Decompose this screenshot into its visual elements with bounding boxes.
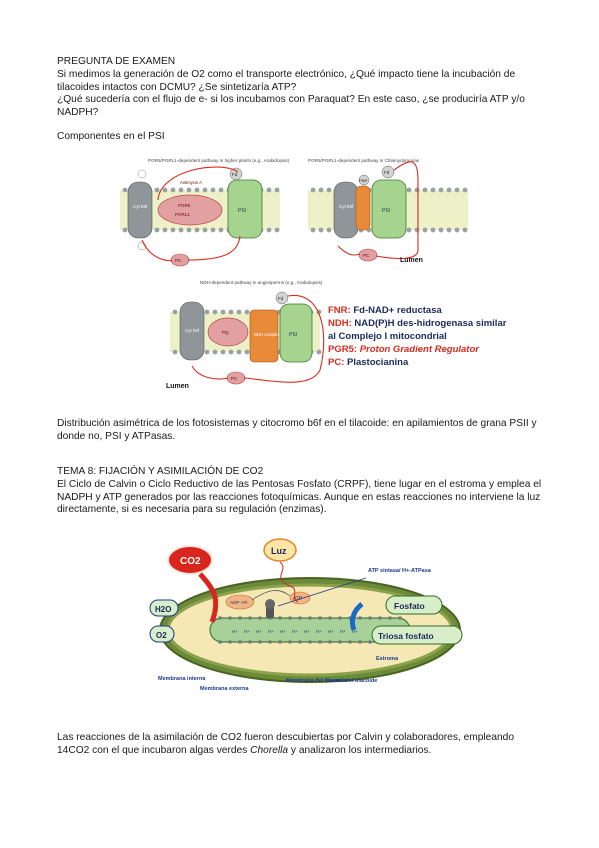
antimycin-label: Antimycin A bbox=[180, 180, 202, 185]
co2-bubble bbox=[167, 545, 213, 575]
pc-label-a: PC bbox=[175, 258, 182, 263]
svg-text:H+: H+ bbox=[352, 629, 358, 634]
atp-sintasa-label: ATP sintasa/ H+-ATPasa bbox=[368, 568, 432, 574]
atp-label: ATP bbox=[293, 596, 303, 602]
panel-c-caption: NDH-dependent pathway in angiosperms (e.… bbox=[200, 280, 323, 285]
closing-italic: Chorella bbox=[250, 744, 289, 756]
svg-text:H+: H+ bbox=[292, 629, 298, 634]
svg-text:H+: H+ bbox=[340, 629, 346, 634]
svg-text:H+: H+ bbox=[244, 629, 250, 634]
pgr5-label-a: PGR5 bbox=[178, 203, 191, 208]
cyt-b6f-shape bbox=[127, 181, 153, 239]
legend-value-ndh: NAD(P)H des-hidrogenasa similar al Compl… bbox=[328, 318, 507, 342]
fd-label-a: Fd bbox=[232, 172, 238, 177]
fnr-label-b: FNR bbox=[359, 178, 367, 183]
svg-text:H+: H+ bbox=[280, 629, 286, 634]
pgrl1-label-a: PGRL1 bbox=[175, 212, 190, 217]
chloroplast-figure: H+ H+ H+ H+ H+ H+ H+ H+ H+ H+ H+ ADP +Pi ATP CO2 L… bbox=[140, 530, 480, 710]
membrana-tilacoide-label: Membrana del tilacoide bbox=[286, 678, 347, 684]
luz-label: Luz bbox=[271, 546, 287, 556]
panel-a-caption: PGR5/PGRL1-dependent pathway in higher p… bbox=[148, 158, 290, 163]
pq-label-c: PQ bbox=[222, 330, 229, 335]
pgr5-pgrl1-shape bbox=[157, 194, 223, 226]
panel-c: NDH-dependent pathway in angiosperms (e.… bbox=[166, 280, 325, 390]
psi-shape-a bbox=[227, 179, 263, 239]
membrana-interna-label: Membrana interna bbox=[158, 676, 206, 682]
svg-text:H+: H+ bbox=[268, 629, 274, 634]
closing-part1: Las reacciones de la asimilación de CO2 … bbox=[57, 732, 514, 756]
co2-label: CO2 bbox=[180, 556, 201, 567]
adp-label: ADP +Pi bbox=[230, 600, 247, 605]
cyt-label-c: Cyt b6f bbox=[185, 328, 200, 333]
tema8-heading: TEMA 8: FIJACIÓN Y ASIMILACIÓN DE CO2 bbox=[57, 466, 264, 477]
cyt-label-b: Cyt b6f bbox=[339, 204, 354, 209]
panel-b: PGR5/PGRL1-dependent pathway in Chlamydo… bbox=[308, 158, 468, 264]
distribution-text: Distribución asimétrica de los fotosiste… bbox=[57, 418, 537, 442]
h2o-label: H2O bbox=[155, 605, 171, 614]
svg-text:H+: H+ bbox=[316, 629, 322, 634]
tema8-body: El Ciclo de Calvin o Ciclo Reductivo de … bbox=[57, 479, 542, 516]
legend-key-pgr5: PGR5: bbox=[328, 344, 358, 355]
legend-key-fnr: FNR: bbox=[328, 305, 351, 316]
pc-label-c: PC bbox=[231, 376, 238, 381]
svg-text:H+: H+ bbox=[304, 629, 310, 634]
panel-a: PGR5/PGRL1-dependent pathway in higher p… bbox=[120, 158, 290, 267]
legend-key-ndh: NDH: bbox=[328, 318, 352, 329]
psi-legend: FNR: Fd-NAD+ reductasa NDH: NAD(P)H des-… bbox=[328, 304, 508, 369]
lumen-label-c: Lumen bbox=[166, 383, 189, 390]
o2-label: O2 bbox=[156, 631, 167, 640]
luz-bubble bbox=[263, 538, 297, 562]
cyt-label-a: Cyt b6f bbox=[133, 204, 148, 209]
exam-question-2: ¿Qué sucedería con el flujo de e- si los… bbox=[57, 94, 525, 118]
svg-text:H+: H+ bbox=[256, 629, 262, 634]
svg-text:H+: H+ bbox=[328, 629, 334, 634]
legend-value-pc: Plastocianina bbox=[347, 357, 409, 368]
psi-cyclic-flow-figure: PGR5/PGRL1-dependent pathway in higher p… bbox=[120, 150, 520, 390]
legend-key-pc: PC: bbox=[328, 357, 345, 368]
psi-label-a: PSI bbox=[238, 208, 246, 214]
pc-label-b: PC bbox=[363, 253, 370, 258]
psi-label-b: PSI bbox=[382, 208, 390, 214]
lumen-tilacoide-label: Lumen del tilacoide bbox=[326, 678, 377, 684]
ndh-label: NDH complex bbox=[254, 332, 281, 337]
svg-text:H+: H+ bbox=[232, 629, 238, 634]
triosa-label: Triosa fosfato bbox=[378, 631, 434, 641]
fd-label-c: Fd bbox=[278, 296, 284, 301]
membrana-externa-label: Membrana externa bbox=[200, 686, 250, 692]
closing-text: Las reacciones de la asimilación de CO2 … bbox=[57, 732, 547, 757]
exam-heading: PREGUNTA DE EXAMEN bbox=[57, 56, 176, 67]
exam-question-1: Si medimos la generación de O2 como el t… bbox=[57, 69, 516, 93]
psi-heading: Componentes en el PSI bbox=[57, 131, 165, 142]
legend-value-fnr: Fd-NAD+ reductasa bbox=[353, 305, 442, 316]
legend-value-pgr5: Proton Gradient Regulator bbox=[359, 344, 479, 355]
psi-label-c: PSI bbox=[289, 332, 297, 338]
panel-b-caption: PGR5/PGRL1-dependent pathway in Chlamydo… bbox=[308, 158, 420, 163]
fosfato-label: Fosfato bbox=[394, 601, 425, 611]
fd-label-b: Fd bbox=[384, 170, 390, 175]
estroma-label: Estroma bbox=[376, 656, 399, 662]
lumen-label-b: Lumen bbox=[400, 257, 423, 264]
atp-synthase-shape bbox=[265, 599, 275, 609]
closing-part2: y analizaron los intermediarios. bbox=[288, 744, 432, 756]
